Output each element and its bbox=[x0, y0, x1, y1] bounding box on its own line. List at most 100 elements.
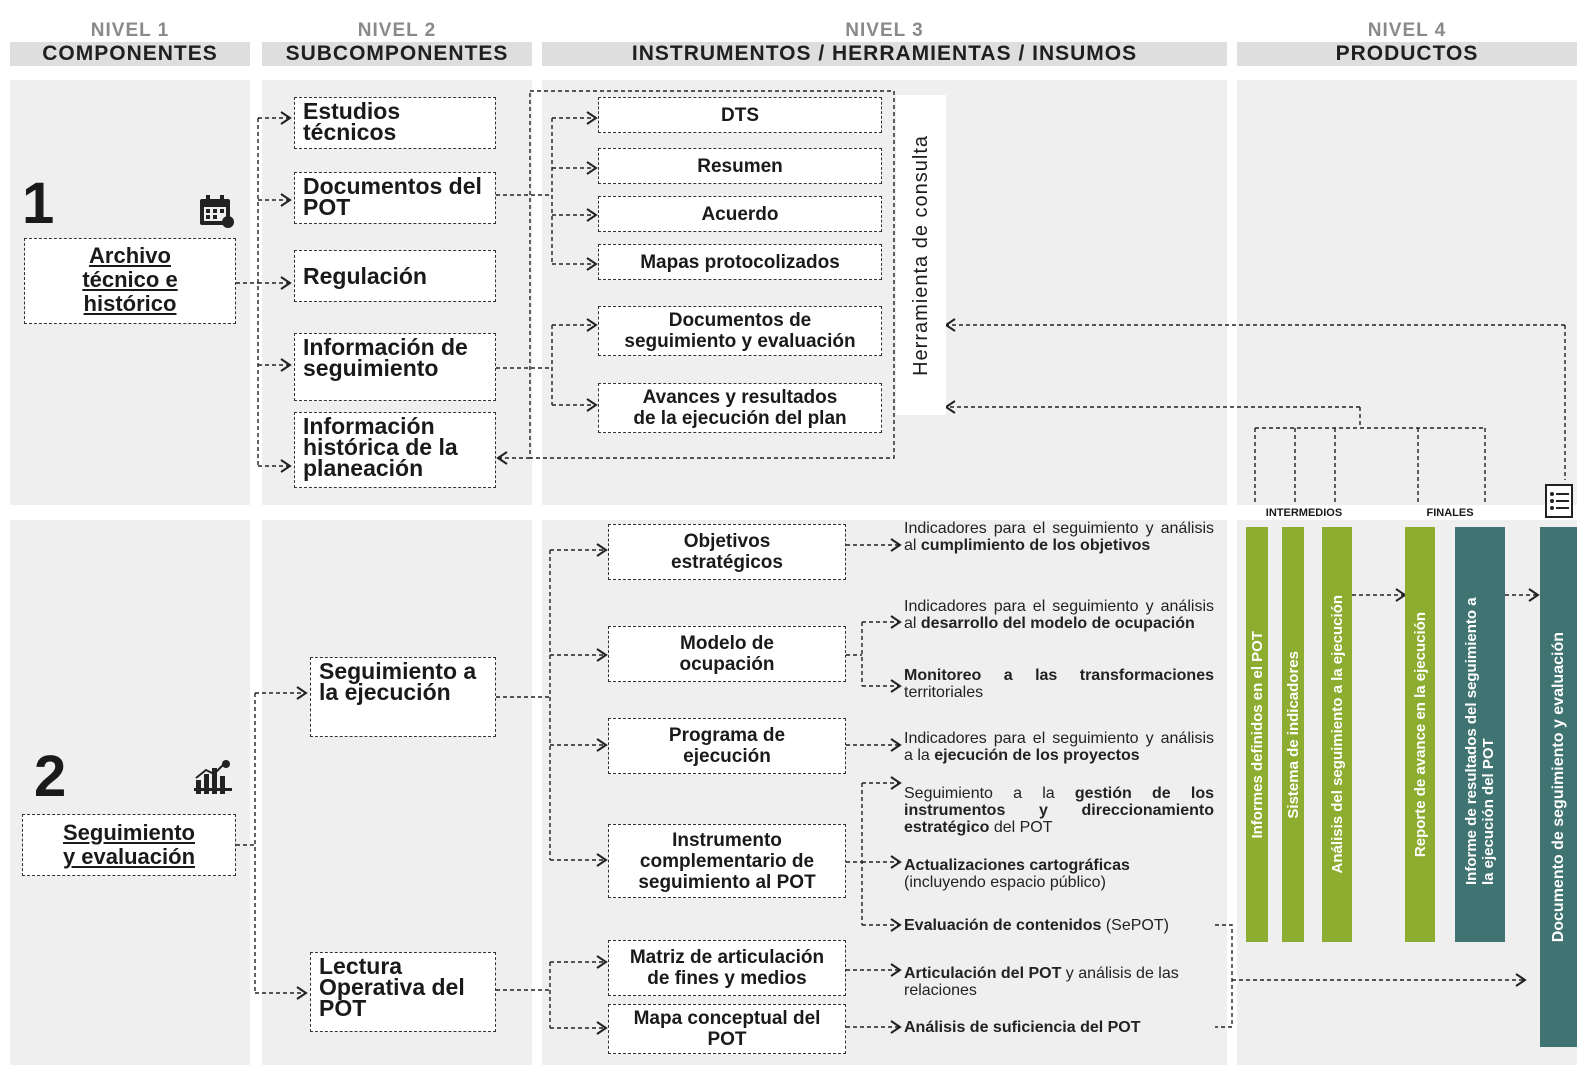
subcomponent-seguimiento-ejecucion: Seguimiento a la ejecución bbox=[310, 657, 496, 737]
component-label: Archivo bbox=[89, 243, 171, 268]
output-gestion-instrumentos: Seguimiento a la gestión de los instrume… bbox=[904, 785, 1214, 836]
output-monitoreo-transformaciones: Monitoreo a las transformaciones territo… bbox=[904, 667, 1214, 701]
output-ejecucion-proyectos: Indicadores para el seguimiento y anális… bbox=[904, 730, 1214, 764]
output-text-bold: Análisis de suficiencia del POT bbox=[904, 1019, 1141, 1036]
product-label: Informes definidos en el POT bbox=[1248, 630, 1266, 839]
component-label: histórico bbox=[83, 291, 177, 316]
instrument-objetivos-estrategicos: Objetivos estratégicos bbox=[608, 524, 846, 580]
component-label: técnico e bbox=[82, 267, 178, 292]
document-list-icon bbox=[1545, 484, 1575, 520]
header-title: INSTRUMENTOS / HERRAMIENTAS / INSUMOS bbox=[542, 42, 1227, 66]
output-text-bold: cumplimiento de los objetivos bbox=[920, 537, 1151, 554]
header-title: PRODUCTOS bbox=[1237, 42, 1577, 66]
header-level: NIVEL 1 bbox=[90, 20, 170, 41]
instrument-acuerdo: Acuerdo bbox=[598, 196, 882, 232]
intermedios-label: INTERMEDIOS bbox=[1265, 507, 1343, 519]
component-seguimiento-evaluacion: Seguimiento y evaluación bbox=[22, 814, 236, 876]
instrument-text: complementario de bbox=[639, 850, 815, 872]
instrument-text: Documentos de bbox=[668, 310, 812, 331]
instrument-text: estratégicos bbox=[671, 552, 783, 573]
product-analisis-seguimiento: Análisis del seguimiento a la ejecución bbox=[1322, 527, 1352, 942]
output-text: y análisis de las relaciones bbox=[904, 965, 1179, 999]
instrument-complementario: Instrumento complementario de seguimient… bbox=[608, 824, 846, 898]
output-text: Indicadores para el seguimiento y anális… bbox=[904, 730, 1214, 764]
instrument-programa-ejecucion: Programa de ejecución bbox=[608, 718, 846, 774]
finales-label: FINALES bbox=[1426, 507, 1474, 519]
output-articulacion-pot: Articulación del POT y análisis de las r… bbox=[904, 965, 1204, 999]
output-text-bold: gestión de los instrumentos y direcciona… bbox=[904, 785, 1214, 836]
output-text-bold: Monitoreo a las transformaciones bbox=[904, 667, 1214, 684]
instrument-avances-resultados: Avances y resultados de la ejecución del… bbox=[598, 383, 882, 433]
output-text: Seguimiento a la bbox=[904, 785, 1075, 802]
product-label: Análisis del seguimiento a la ejecución bbox=[1328, 595, 1346, 874]
output-text-bold: Articulación del POT bbox=[904, 965, 1062, 982]
output-text: territoriales bbox=[904, 684, 984, 701]
product-label: Documento de seguimiento y evaluación bbox=[1549, 631, 1567, 943]
output-text: del POT bbox=[989, 819, 1053, 836]
product-informes-pot: Informes definidos en el POT bbox=[1246, 527, 1268, 942]
component-label: Seguimiento bbox=[62, 820, 195, 845]
output-actualizaciones-cartograficas: Actualizaciones cartográficas(incluyendo… bbox=[904, 857, 1214, 891]
band-nivel4-top bbox=[1237, 80, 1577, 505]
output-text: Indicadores para el seguimiento y anális… bbox=[904, 520, 1214, 554]
output-cumplimiento-objetivos: Indicadores para el seguimiento y anális… bbox=[904, 520, 1214, 554]
instrument-text: seguimiento al POT bbox=[638, 871, 816, 893]
consult-tool-text: Herramienta de consulta bbox=[909, 134, 932, 376]
header-level: NIVEL 4 bbox=[1367, 20, 1447, 41]
instrument-dts: DTS bbox=[598, 97, 882, 133]
output-text-bold: Evaluación de contenidos bbox=[904, 917, 1102, 934]
instrument-text: seguimiento y evaluación bbox=[624, 331, 856, 352]
band-nivel1-bottom bbox=[10, 520, 250, 1065]
component-archivo-tecnico: Archivo técnico e histórico bbox=[24, 238, 236, 324]
subcomponent-documentos-pot: Documentos del POT bbox=[294, 172, 496, 224]
instrument-resumen: Resumen bbox=[598, 148, 882, 184]
product-label: Sistema de indicadores bbox=[1284, 650, 1302, 819]
subcomponent-informacion-historica: Información histórica de la planeación bbox=[294, 412, 496, 488]
instrument-text: Instrumento bbox=[672, 829, 782, 851]
product-label: Reporte de avance en la ejecución bbox=[1411, 611, 1429, 858]
instrument-text: de fines y medios bbox=[647, 968, 807, 989]
header-nivel4: NIVEL 4 PRODUCTOS bbox=[1237, 20, 1577, 66]
output-text: (incluyendo espacio público) bbox=[904, 874, 1106, 891]
calendar-icon bbox=[198, 193, 236, 229]
instrument-text: Avances y resultados bbox=[642, 387, 838, 408]
output-text-bold: Actualizaciones cartográficas bbox=[904, 857, 1130, 874]
product-informe-resultados: Informe de resultados del seguimiento a … bbox=[1455, 527, 1505, 942]
output-text: Indicadores para el seguimiento y anális… bbox=[904, 598, 1214, 632]
output-evaluacion-contenidos: Evaluación de contenidos (SePOT) bbox=[904, 917, 1214, 934]
instrument-text: Mapa conceptual del bbox=[633, 1008, 821, 1029]
instrument-mapas-protocolizados: Mapas protocolizados bbox=[598, 244, 882, 280]
instrument-text: Modelo de bbox=[680, 633, 774, 654]
product-sistema-indicadores: Sistema de indicadores bbox=[1282, 527, 1304, 942]
subcomponent-informacion-seguimiento: Información de seguimiento bbox=[294, 333, 496, 401]
product-reporte-avance: Reporte de avance en la ejecución bbox=[1405, 527, 1435, 942]
consult-tool-label: Herramienta de consulta bbox=[896, 95, 946, 415]
component-number-2: 2 bbox=[34, 744, 67, 809]
header-title: SUBCOMPONENTES bbox=[262, 42, 532, 66]
component-label: y evaluación bbox=[62, 844, 196, 869]
instrument-modelo-ocupacion: Modelo de ocupación bbox=[608, 626, 846, 682]
component-number-1: 1 bbox=[22, 171, 55, 236]
instrument-text: ocupación bbox=[679, 654, 775, 675]
product-label: Informe de resultados del seguimiento a … bbox=[1463, 596, 1497, 885]
output-modelo-ocupacion: Indicadores para el seguimiento y anális… bbox=[904, 598, 1214, 632]
instrument-mapa-conceptual: Mapa conceptual del POT bbox=[608, 1004, 846, 1054]
instrument-text: Programa de bbox=[668, 725, 786, 746]
subcomponent-lectura-operativa: Lectura Operativa del POT bbox=[310, 952, 496, 1032]
output-text-bold: desarrollo del modelo de ocupación bbox=[920, 615, 1195, 632]
instrument-text: Objetivos bbox=[683, 531, 771, 552]
subcomponent-estudios-tecnicos: Estudios técnicos bbox=[294, 97, 496, 149]
instrument-matriz-articulacion: Matriz de articulación de fines y medios bbox=[608, 940, 846, 996]
header-nivel1: NIVEL 1 COMPONENTES bbox=[10, 20, 250, 66]
chart-analysis-icon bbox=[192, 758, 236, 798]
output-text-bold: ejecución de los proyectos bbox=[934, 747, 1140, 764]
instrument-text: POT bbox=[707, 1029, 747, 1050]
instrument-documentos-seguimiento: Documentos de seguimiento y evaluación bbox=[598, 306, 882, 356]
header-title: COMPONENTES bbox=[10, 42, 250, 66]
header-nivel2: NIVEL 2 SUBCOMPONENTES bbox=[262, 20, 532, 66]
output-suficiencia-pot: Análisis de suficiencia del POT bbox=[904, 1019, 1214, 1036]
instrument-text: Matriz de articulación bbox=[629, 947, 825, 968]
subcomponent-regulacion: Regulación bbox=[294, 250, 496, 302]
header-nivel3: NIVEL 3 INSTRUMENTOS / HERRAMIENTAS / IN… bbox=[542, 20, 1227, 66]
